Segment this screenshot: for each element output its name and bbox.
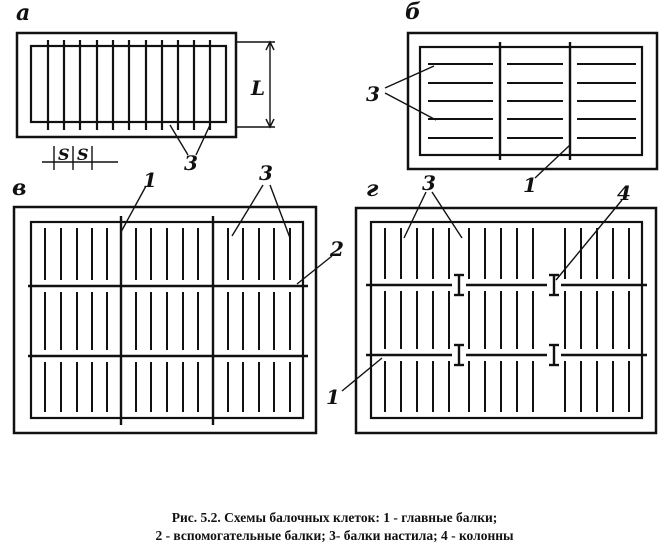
panel-v-callout-leaders	[120, 184, 333, 285]
panel-v	[12, 184, 333, 435]
panel-g-callout-3: 3	[422, 171, 436, 195]
panel-b-callout-leaders	[384, 65, 571, 179]
panel-g-main-beams	[366, 283, 647, 357]
panel-g-callout-leaders	[341, 191, 623, 392]
panel-b-callout-1: 1	[523, 173, 537, 197]
panel-v-callout-1: 1	[143, 168, 157, 192]
length-label: L	[250, 76, 265, 100]
panel-v-deck-beams	[44, 228, 291, 412]
panel-v-label: в	[12, 175, 26, 201]
panel-a-label: а	[16, 0, 30, 26]
panel-g-deck-beams	[384, 228, 630, 412]
panel-g-columns	[454, 273, 559, 367]
panel-v-callout-2: 2	[329, 237, 344, 261]
spacing-label-2: S	[77, 145, 89, 164]
panel-v-secondary-beams	[28, 284, 308, 358]
panel-b	[384, 31, 659, 179]
panel-b-deck-beams	[428, 63, 636, 139]
panel-b-callout-3: 3	[366, 82, 380, 106]
length-dimension	[236, 40, 275, 129]
panel-a-callout-leaders	[169, 124, 211, 156]
panel-g-label: г	[366, 176, 379, 202]
panel-a-deck-beams	[46, 40, 212, 130]
panel-g-callout-1: 1	[326, 385, 340, 409]
panel-v-callout-3: 3	[259, 161, 273, 185]
figure-caption-line-1: Рис. 5.2. Схемы балочных клеток: 1 - гла…	[171, 510, 498, 525]
panel-b-label: б	[405, 0, 421, 25]
panel-a	[15, 31, 275, 170]
panel-b-main-beams	[498, 42, 572, 160]
spacing-label-1: S	[58, 145, 70, 164]
panel-g	[341, 191, 658, 435]
figure-caption-line-2: 2 - вспомогательные балки; 3- балки наст…	[155, 528, 514, 543]
spacing-dimension	[42, 146, 118, 170]
panel-v-main-beams	[119, 216, 215, 425]
panel-a-callout-3: 3	[184, 151, 198, 175]
panel-g-callout-4: 4	[617, 181, 631, 205]
